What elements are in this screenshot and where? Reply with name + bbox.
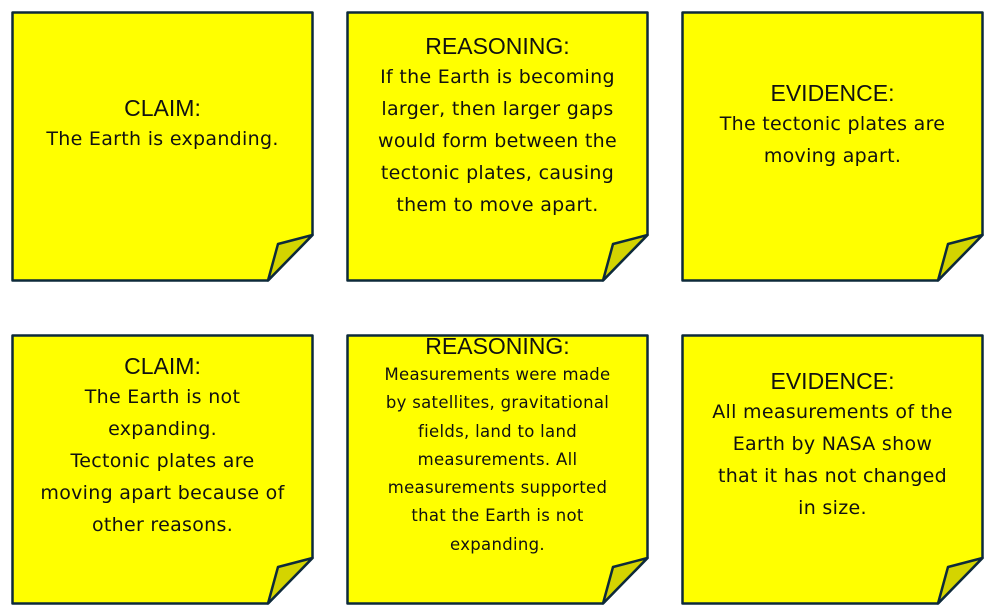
note-shape — [681, 11, 984, 282]
note-text-line: larger, then larger gaps — [381, 98, 614, 120]
note-title: REASONING: — [425, 33, 570, 59]
note-text-line: Tectonic plates are — [70, 450, 255, 472]
note-shape — [346, 334, 649, 605]
note-text-line: All measurements of the — [712, 401, 953, 423]
note-text-line: would form between the — [378, 130, 617, 152]
note-text-line: expanding. — [108, 418, 217, 440]
note-text-line: that the Earth is not — [411, 506, 584, 526]
note-text-line: by satellites, gravitational — [385, 393, 610, 413]
note-text-line: moving apart because of — [40, 482, 285, 504]
note-title: EVIDENCE: — [770, 368, 895, 394]
note-title: EVIDENCE: — [770, 80, 895, 106]
note-shape — [11, 334, 314, 605]
note-text-line: The tectonic plates are — [719, 113, 946, 135]
note-title: REASONING: — [425, 333, 570, 359]
note-text-line: other reasons. — [91, 514, 234, 536]
note-text-line: Earth by NASA show — [732, 433, 933, 455]
note-text-line: tectonic plates, causing — [380, 162, 615, 184]
note-text-line: Measurements were made — [384, 365, 611, 384]
note-shape — [681, 334, 984, 605]
note-text-line: in size. — [798, 497, 867, 519]
folded-corner-icon — [936, 233, 984, 282]
note-content: EVIDENCE: The tectonic plates are moving … — [681, 78, 984, 172]
sticky-note-reasoning-2: REASONING: Measurements were made by sate… — [346, 331, 649, 605]
sticky-note-evidence-1: EVIDENCE: The tectonic plates are moving … — [681, 11, 984, 282]
folded-corner-icon — [936, 556, 984, 605]
note-text-line: them to move apart. — [396, 194, 599, 216]
note-text-line: that it has not changed — [717, 465, 948, 487]
sticky-note-reasoning-1: REASONING: If the Earth is becoming large… — [346, 11, 649, 282]
note-text-line: moving apart. — [763, 145, 902, 167]
note-shape — [11, 11, 314, 282]
folded-corner-icon — [266, 556, 314, 605]
note-text-line: The Earth is not — [84, 386, 241, 408]
note-text-line: measurements. All — [417, 449, 578, 469]
note-title: CLAIM: — [124, 353, 201, 379]
note-content: REASONING: Measurements were made by sate… — [346, 331, 649, 559]
note-text-line: expanding. — [450, 534, 545, 554]
note-content: CLAIM: The Earth is not expanding. Tectoni… — [11, 351, 314, 541]
note-content: REASONING: If the Earth is becoming large… — [346, 31, 649, 221]
note-text-line: measurements supported — [387, 478, 608, 498]
folded-corner-icon — [601, 556, 649, 605]
note-text-line: If the Earth is becoming — [380, 66, 615, 88]
note-text-line: The Earth is expanding. — [46, 128, 279, 150]
folded-corner-icon — [266, 233, 314, 282]
folded-corner-icon — [601, 233, 649, 282]
note-content: CLAIM: The Earth is expanding. — [11, 93, 314, 155]
note-title: CLAIM: — [124, 95, 201, 121]
sticky-note-claim-2: CLAIM: The Earth is not expanding. Tectoni… — [11, 334, 314, 605]
sticky-note-claim-1: CLAIM: The Earth is expanding. — [11, 11, 314, 282]
note-text-line: fields, land to land — [418, 421, 577, 441]
note-shape — [346, 11, 649, 282]
